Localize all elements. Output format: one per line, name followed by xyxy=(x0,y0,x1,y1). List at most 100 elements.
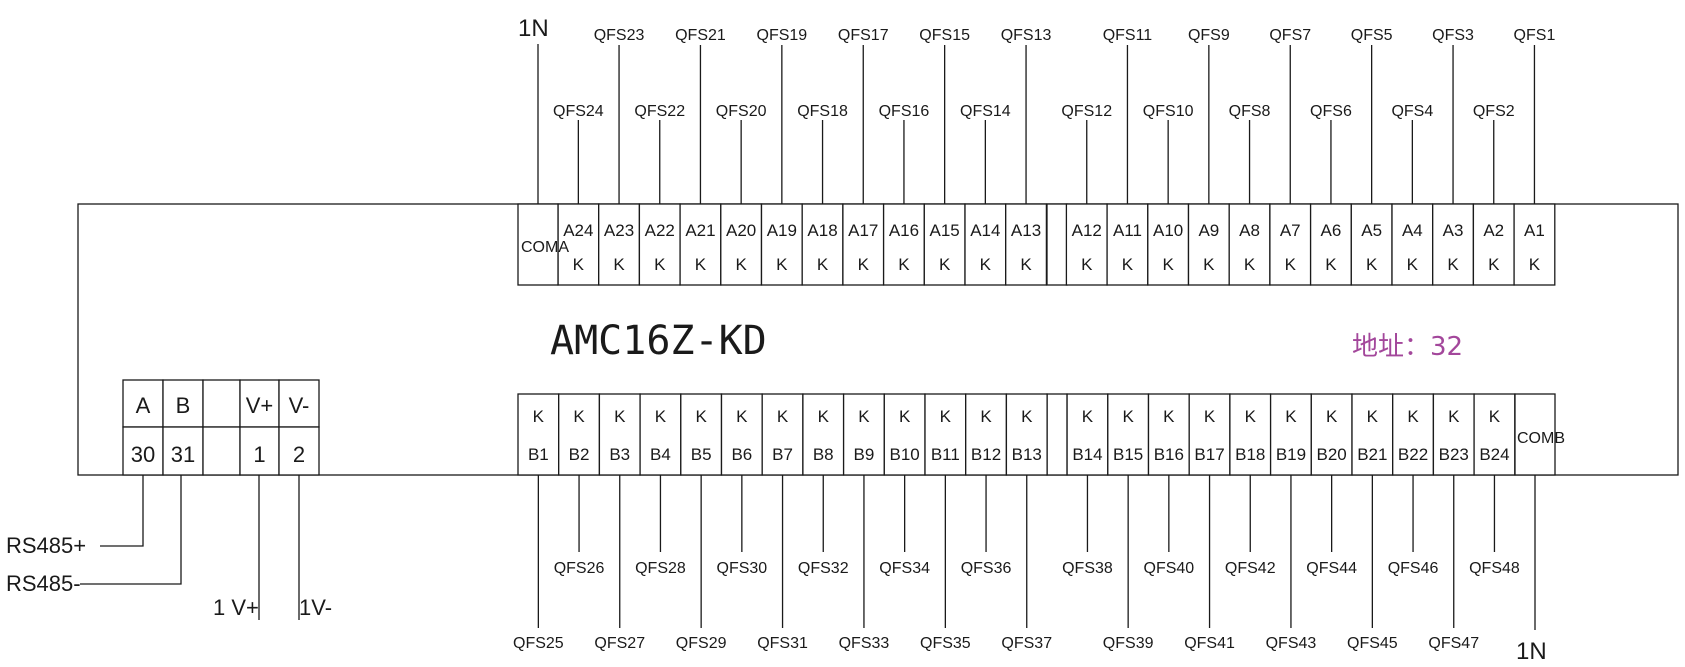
comm-number: 31 xyxy=(171,442,195,467)
terminal-mark: K xyxy=(939,255,951,274)
terminal-id: A2 xyxy=(1483,221,1504,240)
terminal-id: B17 xyxy=(1194,445,1224,464)
terminal-cell xyxy=(557,203,600,286)
terminal-mark: K xyxy=(655,407,667,426)
terminal-id: B7 xyxy=(772,445,793,464)
terminal-id: B1 xyxy=(528,445,549,464)
terminal-cell xyxy=(1351,393,1394,476)
comm-terminal xyxy=(202,379,241,476)
bottom-spacer xyxy=(1046,393,1068,476)
wire-label: QFS17 xyxy=(838,27,889,44)
terminal-id: A20 xyxy=(726,221,756,240)
wire-label: QFS45 xyxy=(1347,635,1398,652)
wire-label: QFS26 xyxy=(554,560,605,577)
terminal-mark: K xyxy=(1244,255,1256,274)
terminal-mark: K xyxy=(777,407,789,426)
terminal-mark: K xyxy=(1285,407,1297,426)
terminal-id: B4 xyxy=(650,445,671,464)
terminal-id: B12 xyxy=(971,445,1001,464)
comm-number: 1 xyxy=(253,442,265,467)
comm-terminal: V+1 xyxy=(239,379,280,476)
terminal-id: B18 xyxy=(1235,445,1265,464)
coma-terminal xyxy=(517,203,559,286)
terminal-cell xyxy=(1513,203,1556,286)
terminal-mark: K xyxy=(776,255,788,274)
terminal-id: A11 xyxy=(1113,221,1142,240)
terminal-mark: K xyxy=(940,407,952,426)
terminal-cell xyxy=(1005,393,1048,476)
terminal-id: A23 xyxy=(604,221,634,240)
terminal-id: A8 xyxy=(1239,221,1260,240)
terminal-mark: K xyxy=(1529,255,1541,274)
comm-name: A xyxy=(136,393,151,418)
power-minus-label: 1V- xyxy=(299,595,332,620)
rs485-plus-label: RS485+ xyxy=(6,533,86,558)
terminal-mark: K xyxy=(1326,407,1338,426)
comm-number-cell xyxy=(239,426,280,476)
comm-number: 2 xyxy=(293,442,305,467)
terminal-id: A22 xyxy=(645,221,675,240)
wire-label: QFS28 xyxy=(635,560,686,577)
comm-name: B xyxy=(176,393,191,418)
wire-label: QFS24 xyxy=(553,103,604,120)
rs485-minus-label: RS485- xyxy=(6,571,81,596)
terminal-id: A1 xyxy=(1524,221,1545,240)
terminal-cell xyxy=(679,203,722,286)
terminal-mark: K xyxy=(1162,255,1174,274)
terminal-id: A14 xyxy=(970,221,1000,240)
wire-label: QFS27 xyxy=(594,635,645,652)
comm-number-cell xyxy=(278,426,320,476)
terminal-mark: K xyxy=(1082,407,1094,426)
comm-number-cell xyxy=(202,426,241,476)
wire-label: QFS18 xyxy=(797,103,848,120)
terminal-id: A18 xyxy=(807,221,837,240)
wire-label: QFS41 xyxy=(1184,635,1235,652)
comm-name-cell xyxy=(162,379,204,428)
terminal-mark: K xyxy=(613,255,625,274)
wire-label: QFS34 xyxy=(879,560,930,577)
terminal-cell xyxy=(883,393,926,476)
terminal-mark: K xyxy=(1325,255,1337,274)
terminal-id: B16 xyxy=(1154,445,1184,464)
terminal-cell xyxy=(1269,203,1312,286)
terminal-id: B2 xyxy=(569,445,590,464)
wire-label: QFS46 xyxy=(1388,560,1439,577)
wire-label: QFS38 xyxy=(1062,560,1113,577)
terminal-id: B6 xyxy=(731,445,752,464)
terminal-mark: K xyxy=(980,407,992,426)
terminal-cell xyxy=(1391,203,1434,286)
terminal-cell xyxy=(1309,203,1352,286)
terminal-cell xyxy=(1147,203,1190,286)
terminal-id: A6 xyxy=(1321,221,1342,240)
terminal-mark: K xyxy=(1122,407,1134,426)
terminal-id: A13 xyxy=(1011,221,1041,240)
wire-label: QFS40 xyxy=(1144,560,1195,577)
wire-label: QFS4 xyxy=(1391,103,1433,120)
terminal-id: A7 xyxy=(1280,221,1301,240)
terminal-cell xyxy=(638,203,681,286)
wire-label: QFS19 xyxy=(757,27,808,44)
comm-name: V- xyxy=(289,393,310,418)
terminal-cell xyxy=(1473,393,1516,476)
